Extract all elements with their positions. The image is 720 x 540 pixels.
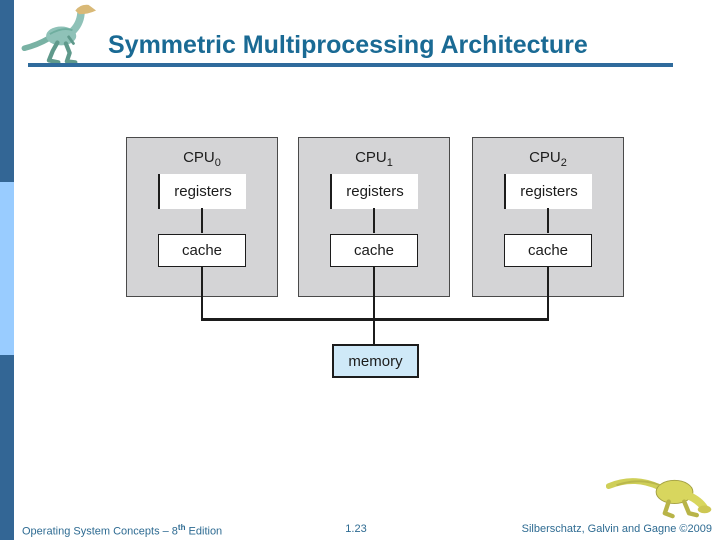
cpu0-cache-box: cache	[158, 234, 246, 267]
cpu0-label: CPU0	[183, 149, 221, 169]
bus-line	[201, 318, 549, 321]
cpu2-registers-box: registers	[504, 174, 592, 209]
dinosaur-footer-icon	[606, 478, 712, 519]
connector-line-cpu2-bus	[546, 266, 550, 321]
cpu1-registers-box: registers	[330, 174, 418, 209]
connector-line-cpu1-reg-cache	[372, 208, 376, 233]
connector-line-cpu2-reg-cache	[546, 208, 550, 233]
dinosaur-logo-icon	[21, 4, 97, 65]
memory-box: memory	[332, 344, 419, 378]
cpu2-label: CPU2	[529, 149, 567, 169]
connector-line-cpu1-bus	[372, 266, 376, 321]
accent-bar-middle	[0, 182, 14, 355]
cpu2-cache-box: cache	[504, 234, 592, 267]
cpu1-label: CPU1	[355, 149, 393, 169]
footer-page-number: 1.23	[345, 523, 367, 535]
page-title: Symmetric Multiprocessing Architecture	[108, 31, 588, 59]
connector-line-cpu0-reg-cache	[200, 208, 204, 233]
accent-bar-bottom	[0, 355, 14, 540]
connector-line-cpu0-bus	[200, 266, 204, 321]
footer-book-title: Operating System Concepts – 8th Edition	[22, 523, 223, 538]
title-underline	[28, 63, 673, 67]
cpu0-registers-box: registers	[158, 174, 246, 209]
accent-bar-top	[0, 0, 14, 182]
footer-authors: Silberschatz, Galvin and Gagne ©2009	[521, 523, 712, 535]
connector-line-bus-memory	[372, 321, 376, 344]
cpu1-cache-box: cache	[330, 234, 418, 267]
